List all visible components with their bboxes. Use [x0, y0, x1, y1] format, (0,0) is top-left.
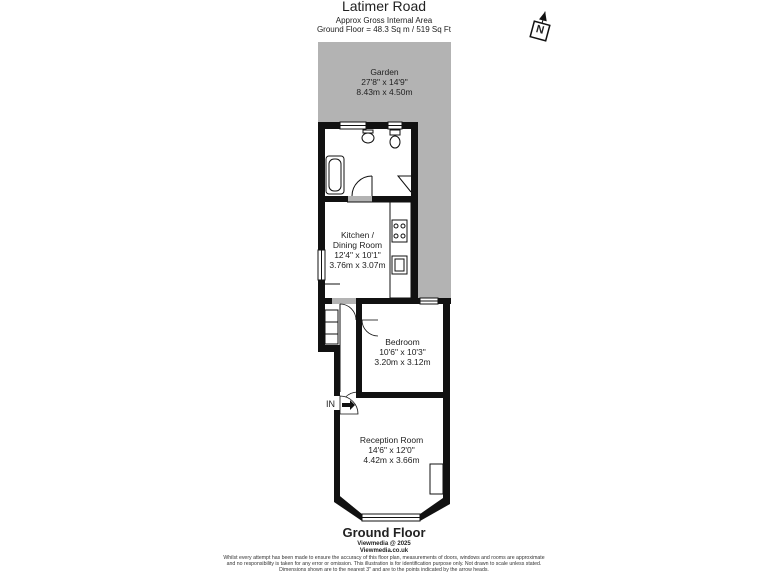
reception-imperial: 14'6" x 12'0": [368, 445, 415, 455]
reception-name: Reception Room: [359, 435, 424, 445]
kitchen-name-1: Kitchen /: [340, 230, 375, 240]
bath-fixtures: [325, 129, 412, 197]
reception-metric: 4.42m x 3.66m: [363, 455, 420, 465]
entrance-label: IN: [326, 399, 335, 409]
bedroom-metric: 3.20m x 3.12m: [374, 357, 431, 367]
garden-imperial: 27'8" x 14'9": [361, 77, 408, 87]
bedroom-name: Bedroom: [385, 337, 420, 347]
floor-label: Ground Floor: [342, 525, 426, 540]
disclaimer-2: and no responsibility is taken for any e…: [226, 561, 542, 567]
kitchen-metric: 3.76m x 3.07m: [329, 260, 386, 270]
area-value: Ground Floor = 48.3 Sq m / 519 Sq Ft: [316, 25, 452, 34]
disclaimer-3: Dimensions shown are to the nearest 3" a…: [279, 567, 489, 573]
disclaimer-1: Whilst every attempt has been made to en…: [223, 555, 545, 561]
kitchen-imperial: 12'4" x 10'1": [334, 250, 381, 260]
credit-line-1: Viewmedia @ 2025: [357, 541, 411, 547]
plan-title: Latimer Road: [341, 0, 427, 14]
credit-line-2: Viewmedia.co.uk: [359, 548, 409, 554]
garden-name: Garden: [370, 67, 399, 77]
area-label: Approx Gross Internal Area: [335, 16, 433, 25]
compass-icon: [529, 11, 551, 42]
bedroom-imperial: 10'6" x 10'3": [379, 347, 426, 357]
windows: [317, 121, 444, 522]
kitchen-fixtures: [347, 201, 412, 299]
garden-metric: 8.43m x 4.50m: [356, 87, 413, 97]
garden-label: Garden 27'8" x 14'9" 8.43m x 4.50m: [318, 67, 451, 97]
entrance-door: [334, 395, 359, 415]
kitchen-label: Kitchen / Dining Room 12'4" x 10'1" 3.76…: [325, 230, 390, 270]
kitchen-name-2: Dining Room: [332, 240, 383, 250]
bedroom-label: Bedroom 10'6" x 10'3" 3.20m x 3.12m: [362, 337, 443, 367]
reception-label: Reception Room 14'6" x 12'0" 4.42m x 3.6…: [340, 435, 443, 465]
